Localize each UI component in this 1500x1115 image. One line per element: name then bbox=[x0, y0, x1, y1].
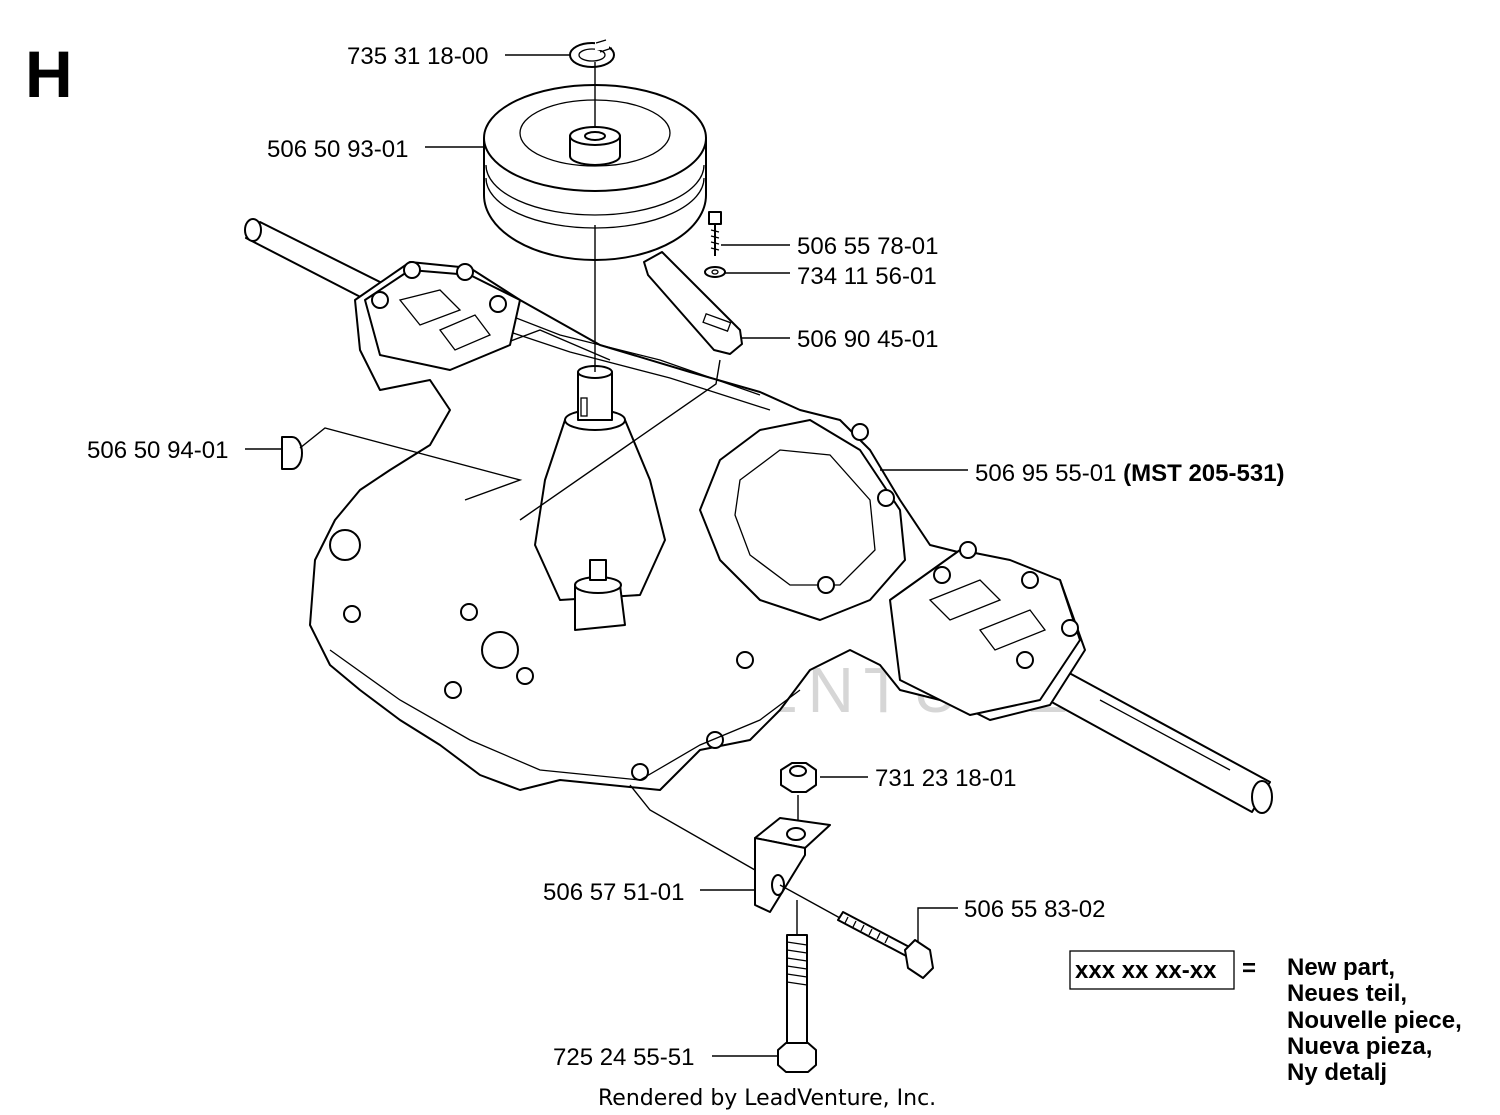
footer-credit: Rendered by LeadVenture, Inc. bbox=[598, 1086, 936, 1111]
legend-box-text: xxx xx xx-xx bbox=[1075, 957, 1217, 984]
part-label-506-55-78-01: 506 55 78-01 bbox=[797, 233, 938, 260]
part-label-731-23-18-01: 731 23 18-01 bbox=[875, 765, 1016, 792]
leader-lines bbox=[245, 54, 968, 1057]
pulley-drawing bbox=[483, 84, 707, 261]
part-label-725-24-55-51: 725 24 55-51 bbox=[553, 1044, 694, 1071]
part-label-506-50-94-01: 506 50 94-01 bbox=[87, 437, 228, 464]
legend-line-4: Nueva pieza, bbox=[1287, 1033, 1432, 1060]
part-label-734-11-56-01: 734 11 56-01 bbox=[797, 263, 937, 290]
legend-line-5: Ny detalj bbox=[1287, 1059, 1387, 1086]
hex-bolt-drawing bbox=[837, 911, 934, 979]
section-letter: H bbox=[25, 37, 73, 111]
long-bolt-drawing bbox=[777, 934, 817, 1073]
part-label-506-55-83-02: 506 55 83-02 bbox=[964, 896, 1105, 923]
part-label-735-31-18-00: 735 31 18-00 bbox=[347, 43, 488, 70]
retaining-clip-drawing bbox=[569, 39, 615, 68]
legend-equals: = bbox=[1242, 955, 1256, 982]
legend-line-3: Nouvelle piece, bbox=[1287, 1007, 1462, 1034]
transaxle-housing-drawing bbox=[244, 218, 1273, 814]
legend-line-1: New part, bbox=[1287, 954, 1395, 981]
nut-drawing bbox=[780, 762, 817, 793]
legend: xxx xx xx-xx = New part, Neues teil, Nou… bbox=[1069, 950, 1462, 1086]
part-suffix: (MST 205-531) bbox=[1123, 460, 1284, 487]
woodruff-key-drawing bbox=[281, 436, 303, 470]
part-label-506-50-93-01: 506 50 93-01 bbox=[267, 136, 408, 163]
legend-line-2: Neues teil, bbox=[1287, 980, 1407, 1007]
input-shaft-drawing bbox=[577, 365, 613, 421]
part-label-506-57-51-01: 506 57 51-01 bbox=[543, 879, 684, 906]
legend-box bbox=[1069, 950, 1235, 990]
part-label-506-95-55-01: 506 95 55-01 (MST 205-531) bbox=[975, 460, 1285, 487]
part-label-506-90-45-01: 506 90 45-01 bbox=[797, 326, 938, 353]
arm-bolt-drawing bbox=[643, 211, 743, 355]
bracket-drawing bbox=[754, 817, 831, 913]
part-number: 506 95 55-01 bbox=[975, 460, 1116, 487]
